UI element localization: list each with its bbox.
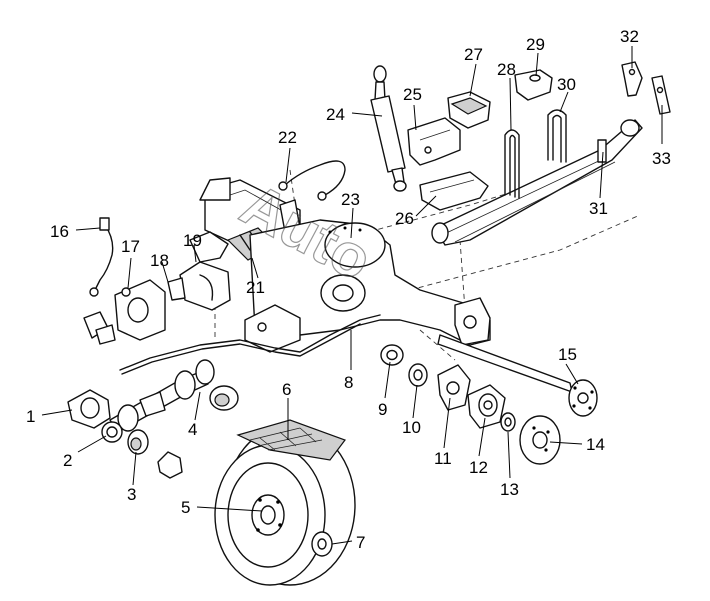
spring-shackle-32	[621, 61, 643, 97]
callout-12: 12	[469, 458, 488, 477]
axle-housing	[244, 219, 491, 353]
brake-backplate-11	[437, 364, 471, 411]
callout-19: 19	[183, 231, 202, 250]
callout-16: 16	[50, 222, 69, 241]
callout-numbers: 1 2 3 4 5 6 7 8 9 10 11 12 13 14 15 16 1…	[26, 27, 671, 552]
brake-drum-14	[519, 415, 561, 465]
callout-14: 14	[586, 435, 605, 454]
callout-11: 11	[434, 449, 452, 468]
spring-shackle-33	[651, 75, 671, 115]
callout-27: 27	[464, 45, 483, 64]
leaf-spring	[431, 119, 643, 246]
callout-18: 18	[150, 251, 169, 270]
brake-line-8	[119, 314, 381, 375]
callout-2: 2	[63, 451, 72, 470]
callout-21: 21	[246, 278, 265, 297]
bushing-3	[127, 429, 183, 479]
callout-31: 31	[589, 199, 608, 218]
flange-1	[67, 389, 111, 429]
callout-1: 1	[26, 407, 35, 426]
callout-25: 25	[403, 85, 422, 104]
bearing-13	[500, 412, 516, 432]
callout-5: 5	[181, 498, 190, 517]
axle-bracket-18	[167, 261, 231, 311]
seal-9	[380, 344, 404, 366]
callout-3: 3	[127, 485, 136, 504]
callout-30: 30	[557, 75, 576, 94]
axle-shaft-15	[437, 334, 598, 417]
ring-10	[408, 363, 428, 387]
callout-15: 15	[558, 345, 577, 364]
cap-7	[311, 531, 333, 557]
callout-10: 10	[402, 418, 421, 437]
callout-8: 8	[344, 373, 353, 392]
callout-9: 9	[378, 400, 387, 419]
spring-bracket-29	[514, 69, 553, 101]
drive-shaft-4	[109, 359, 239, 433]
callout-29: 29	[526, 35, 545, 54]
shock-absorber	[370, 65, 407, 192]
callout-4: 4	[188, 420, 197, 439]
u-bolt-28	[504, 129, 520, 199]
abs-sensor-16	[89, 217, 114, 297]
callout-26: 26	[395, 209, 414, 228]
callout-32: 32	[620, 27, 639, 46]
callout-33: 33	[652, 149, 671, 168]
callout-6: 6	[282, 380, 291, 399]
brake-hose-22	[278, 160, 346, 201]
callout-28: 28	[497, 60, 516, 79]
spring-bracket-27	[447, 91, 491, 129]
spring-pad-26	[419, 171, 489, 211]
wheel-and-tire	[214, 419, 356, 586]
joint-2	[101, 421, 123, 443]
callout-22: 22	[278, 128, 297, 147]
callout-13: 13	[500, 480, 519, 499]
callout-17: 17	[121, 237, 140, 256]
bearing-carrier-17	[83, 279, 166, 345]
u-bolt-30	[547, 109, 567, 163]
callout-24: 24	[326, 105, 345, 124]
callout-leaders	[41, 46, 663, 545]
callout-23: 23	[341, 190, 360, 209]
spring-bracket-25	[407, 117, 461, 166]
support-bracket-19	[189, 231, 229, 263]
wheel-hub-12	[467, 384, 506, 429]
callout-7: 7	[356, 533, 365, 552]
